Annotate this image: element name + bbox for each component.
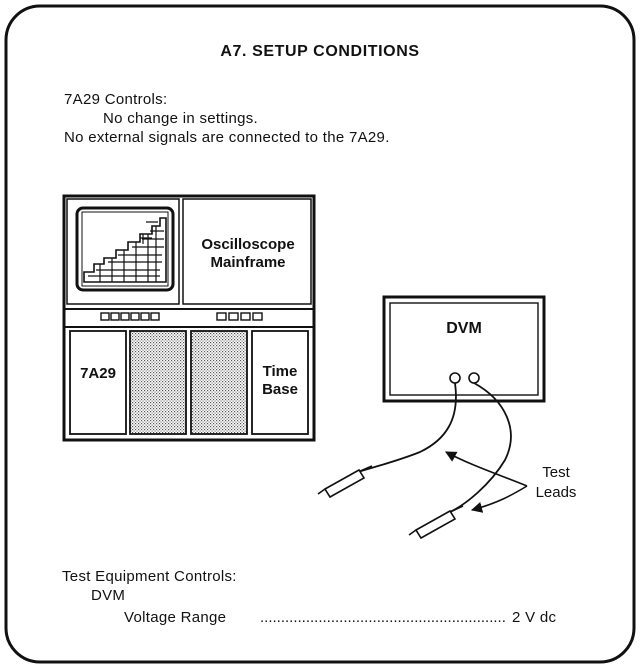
dvm-instrument: DVM [382,295,546,403]
left-plugin-label: 7A29 [80,365,116,382]
leads-label-1: Test [542,464,570,481]
knob-row-left-icon [100,312,160,321]
mainframe-label-2: Mainframe [210,254,285,271]
setting-name: Voltage Range [124,609,227,626]
test-equipment-instrument: DVM [91,587,126,604]
card-border [4,4,636,664]
probe-icon [408,505,464,540]
plugin-controls-line-1: No change in settings. [103,110,259,127]
timebase-label-2: Base [262,381,298,398]
empty-slot-1 [129,330,187,435]
dvm-common-jack-icon [468,372,480,384]
leads-pointer-arrows [445,451,528,513]
page-title: A7. SETUP CONDITIONS [220,43,420,60]
oscilloscope-mainframe: Oscilloscope Mainframe 7A29 Time Base [62,194,316,442]
probe-icon [317,465,373,499]
mainframe-label-1: Oscilloscope [201,236,294,253]
test-leads [357,382,512,513]
dvm-input-jack-icon [449,372,461,384]
plugin-controls-line-2: No external signals are connected to the… [64,129,390,146]
setting-value: 2 V dc [512,609,557,626]
plugin-controls-heading: 7A29 Controls: [64,91,168,108]
leads-label-2: Leads [536,484,577,501]
empty-slot-2 [190,330,248,435]
dvm-label: DVM [446,320,482,337]
test-equipment-heading: Test Equipment Controls: [62,568,237,585]
timebase-label-1: Time [263,363,298,380]
knob-row-right-icon [216,312,263,321]
leader-dots: ........................................… [260,609,506,626]
